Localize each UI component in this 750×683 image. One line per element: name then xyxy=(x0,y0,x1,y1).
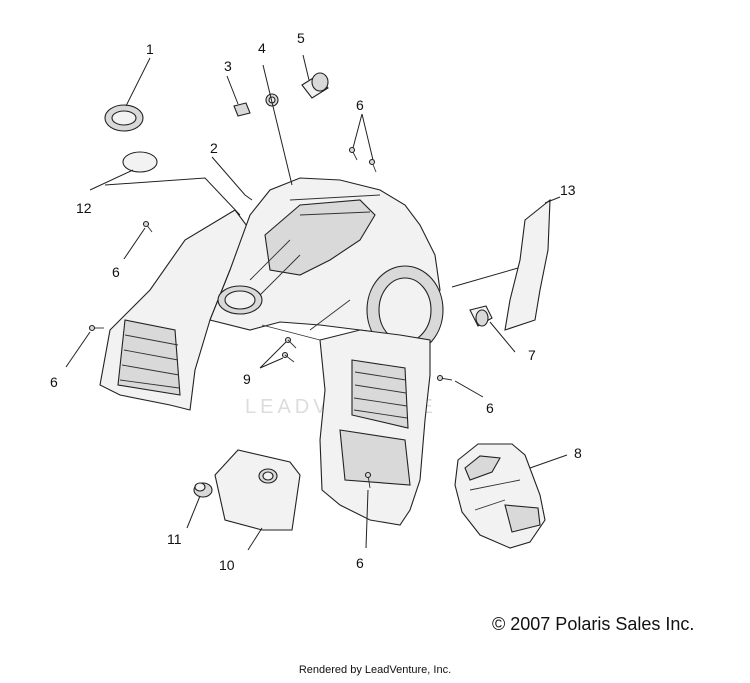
callout-9: 9 xyxy=(243,371,251,387)
seal-ring-part-12 xyxy=(122,151,158,173)
callout-6-bottom: 6 xyxy=(356,555,364,571)
screw-part-6-far-left xyxy=(88,324,104,332)
clip-part-3 xyxy=(233,102,251,117)
callout-8: 8 xyxy=(574,445,582,461)
knob-part-11 xyxy=(193,482,213,498)
callout-6-far-left: 6 xyxy=(50,374,58,390)
callout-4: 4 xyxy=(258,40,266,56)
shield-part-13 xyxy=(504,198,551,331)
screw-part-6-top xyxy=(348,146,377,173)
callout-3: 3 xyxy=(224,58,232,74)
callout-12: 12 xyxy=(76,200,92,216)
nut-part-4 xyxy=(265,93,279,107)
callout-1: 1 xyxy=(146,41,154,57)
callout-6-top: 6 xyxy=(356,97,364,113)
callout-10: 10 xyxy=(219,557,235,573)
callouts: 1 2 3 4 5 6 6 6 6 6 7 8 9 10 11 12 13 xyxy=(50,30,582,573)
callout-11: 11 xyxy=(167,531,182,547)
fastener-part-9 xyxy=(281,336,297,363)
grommet-part-1 xyxy=(104,104,144,132)
screw-part-6-left xyxy=(142,220,153,233)
copyright-notice: © 2007 Polaris Sales Inc. xyxy=(492,614,695,634)
front-cab-part-2 xyxy=(99,177,444,526)
callout-13: 13 xyxy=(560,182,576,198)
screw-part-6-bottom xyxy=(364,471,372,489)
panel-part-10 xyxy=(214,449,301,531)
clip-part-7 xyxy=(469,305,493,327)
callout-6-right: 6 xyxy=(486,400,494,416)
callout-5: 5 xyxy=(297,30,305,46)
callout-6-left: 6 xyxy=(112,264,120,280)
rendered-by-footer: Rendered by LeadVenture, Inc. xyxy=(298,664,452,676)
leader-lines xyxy=(65,54,568,551)
storage-box-part-8 xyxy=(454,443,546,549)
callout-7: 7 xyxy=(528,347,536,363)
bushing-part-5 xyxy=(301,72,329,99)
callout-2: 2 xyxy=(210,140,218,156)
screw-part-6-right xyxy=(436,374,453,382)
